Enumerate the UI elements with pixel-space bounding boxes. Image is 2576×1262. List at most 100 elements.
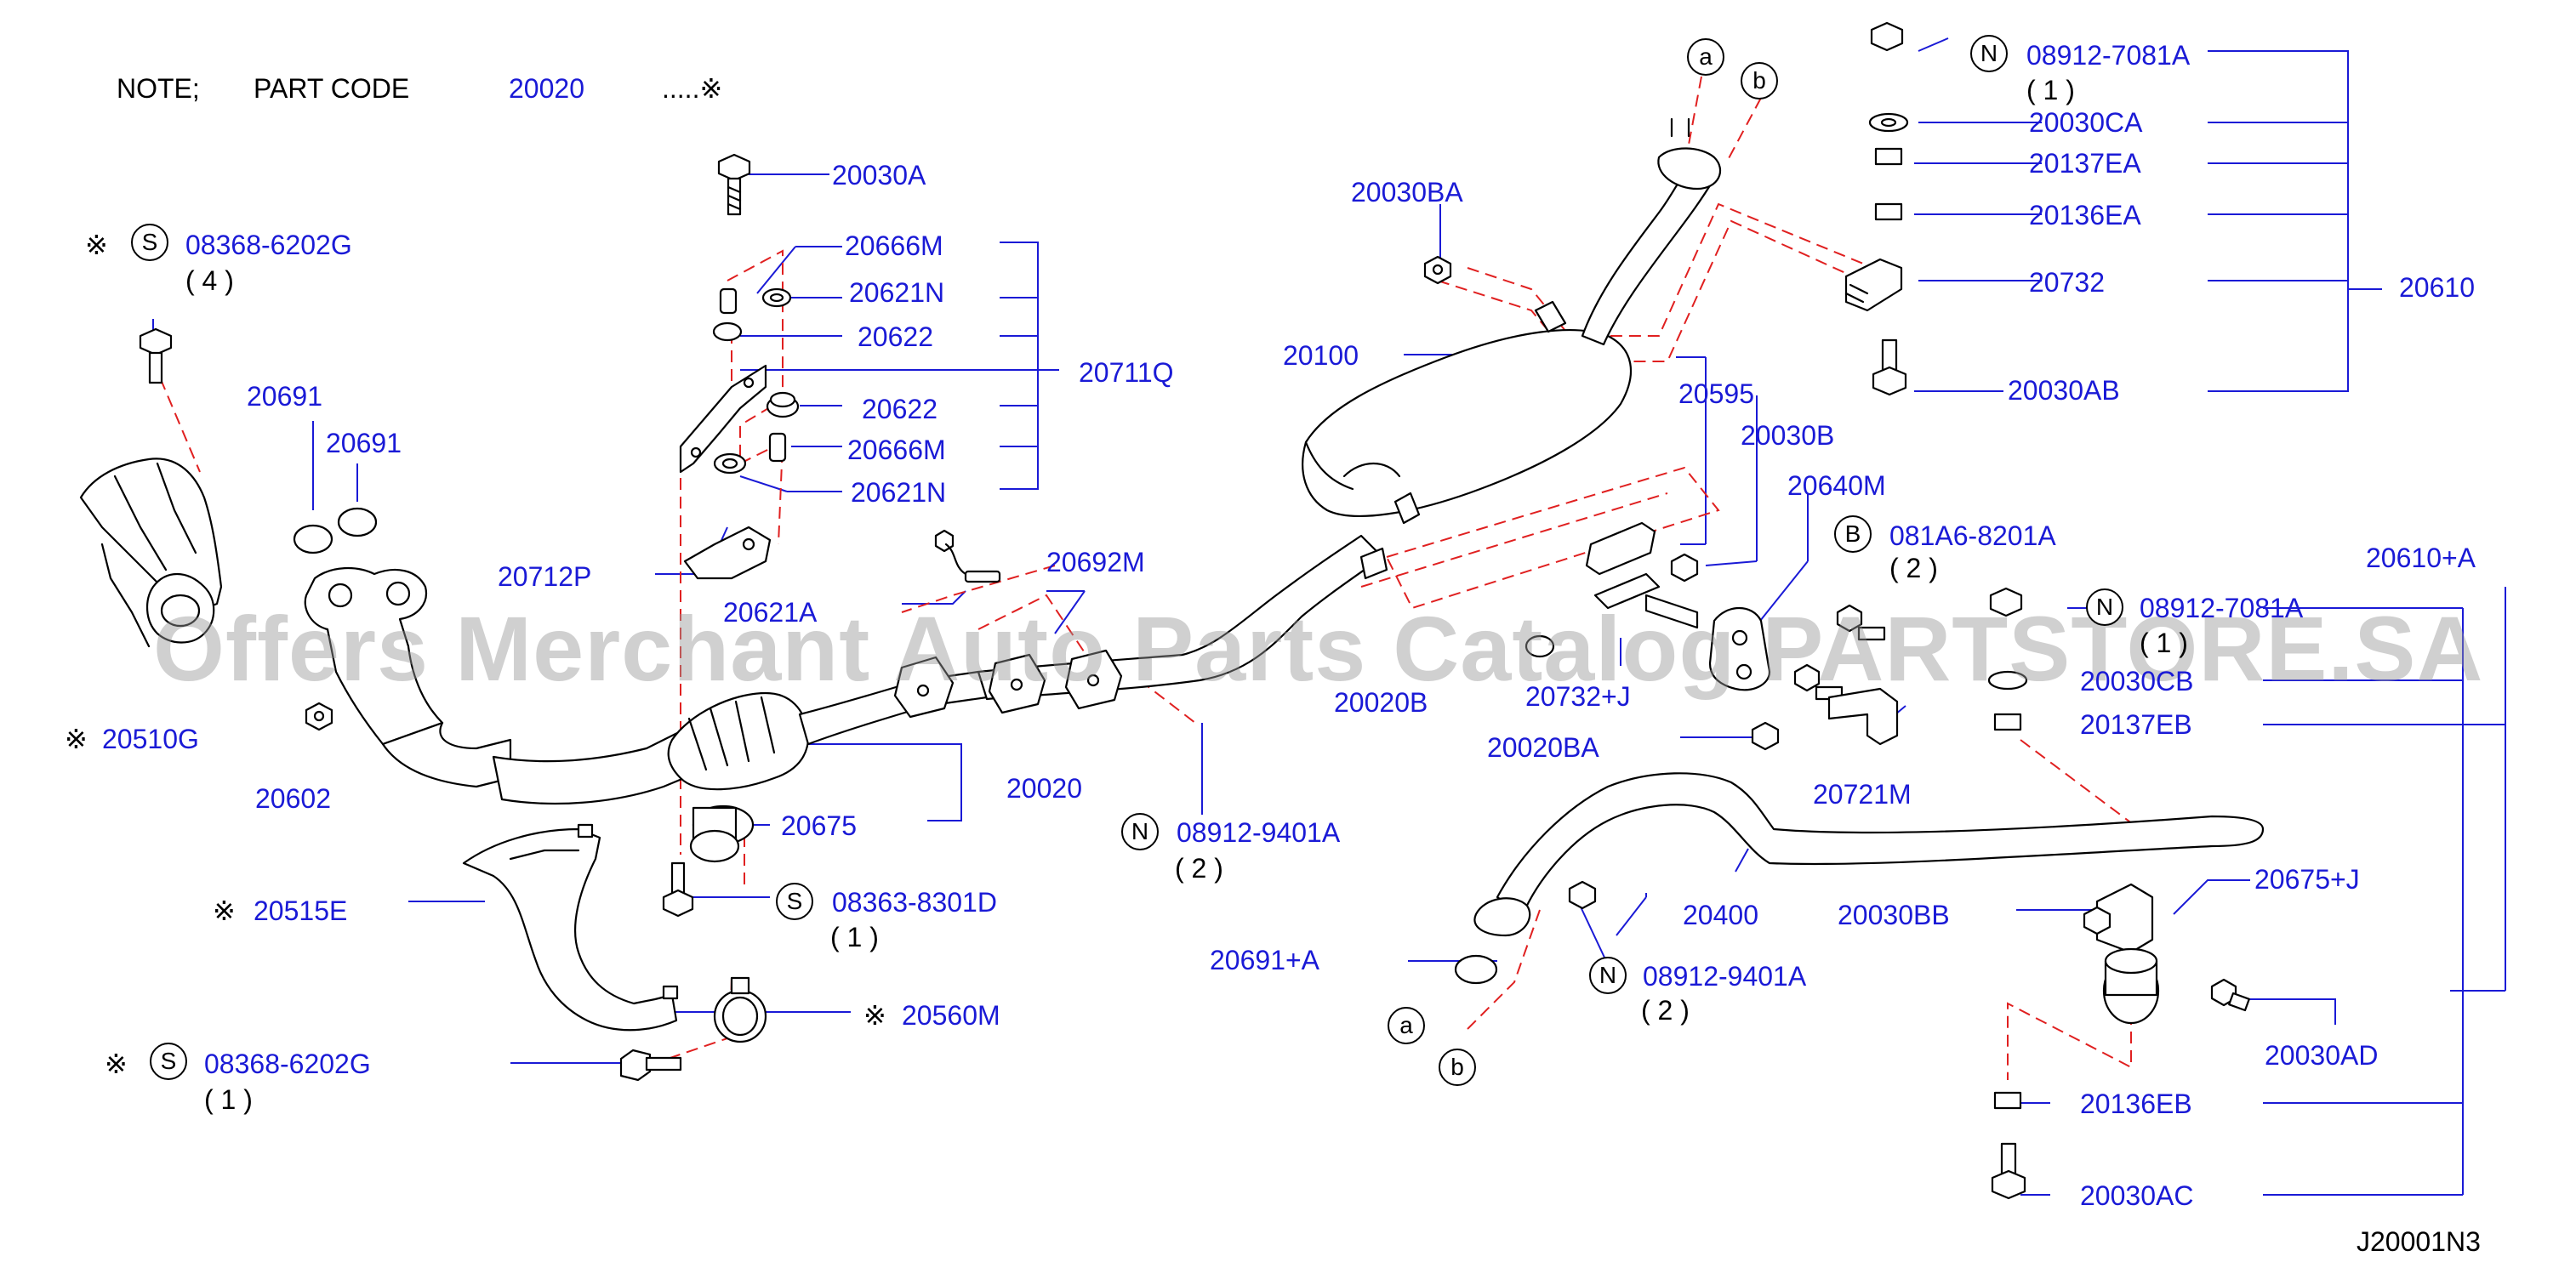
part-20030BA[interactable]: 20030BA xyxy=(1351,177,1463,207)
part-20666M-top[interactable]: 20666M xyxy=(845,230,943,261)
part-20712P[interactable]: 20712P xyxy=(498,561,592,592)
part-20560M[interactable]: 20560M xyxy=(902,1000,1000,1031)
qty-08912-7081A-top: ( 1 ) xyxy=(2026,75,2075,105)
nut-20030BA-icon xyxy=(1423,255,1452,285)
nut-08912-top-icon xyxy=(1870,21,1904,52)
nut-08912-right-icon xyxy=(1989,587,2023,617)
qty-08368-top: ( 4 ) xyxy=(185,265,234,296)
insulator-20640M-icon xyxy=(1708,607,1771,691)
n-circle-icon: N xyxy=(1121,813,1159,850)
part-20691-b[interactable]: 20691 xyxy=(326,428,402,458)
part-20030AB[interactable]: 20030AB xyxy=(2008,375,2120,406)
asterisk-mark: ※ xyxy=(213,895,236,926)
qty-08912-9401A-lower: ( 2 ) xyxy=(1641,995,1690,1026)
part-20732-J[interactable]: 20732+J xyxy=(1525,681,1631,712)
part-20610-A[interactable]: 20610+A xyxy=(2366,543,2476,573)
part-08368-6202G-top[interactable]: 08368-6202G xyxy=(185,230,352,260)
asterisk-mark: ※ xyxy=(863,1000,886,1031)
part-20621A[interactable]: 20621A xyxy=(723,597,818,628)
part-08912-7081A-top[interactable]: 08912-7081A xyxy=(2026,40,2191,71)
qty-08368-bottom: ( 1 ) xyxy=(204,1084,253,1115)
part-20711Q[interactable]: 20711Q xyxy=(1079,357,1174,388)
bolt-20030AD-icon xyxy=(2210,978,2250,1012)
washer-20030CB-icon xyxy=(1987,670,2028,691)
bolt-08363-icon xyxy=(662,861,694,918)
part-20675-J[interactable]: 20675+J xyxy=(2254,864,2360,895)
tail-pipe-20400-icon xyxy=(1473,772,2265,937)
bracket-20711Q-icon xyxy=(679,364,767,474)
part-20030AD[interactable]: 20030AD xyxy=(2265,1040,2379,1071)
part-20030A[interactable]: 20030A xyxy=(832,160,926,190)
part-20622-top[interactable]: 20622 xyxy=(858,321,933,352)
part-20675[interactable]: 20675 xyxy=(781,810,857,841)
part-20692M[interactable]: 20692M xyxy=(1046,547,1145,577)
heat-shield-20515E-icon xyxy=(462,823,679,1032)
muffler-20100-icon xyxy=(1302,117,1722,580)
gasket-20691a-icon xyxy=(293,524,333,554)
part-20020BA[interactable]: 20020BA xyxy=(1487,732,1599,763)
part-20602[interactable]: 20602 xyxy=(255,783,331,814)
part-20400[interactable]: 20400 xyxy=(1683,900,1758,930)
part-20100[interactable]: 20100 xyxy=(1283,340,1359,371)
b-circle-icon: B xyxy=(1834,515,1872,553)
bolt-08368-lower-icon xyxy=(619,1049,682,1082)
part-08912-9401A-lower[interactable]: 08912-9401A xyxy=(1643,961,1807,992)
bracket-20621A-icon xyxy=(683,526,772,580)
bushing-20137EB-icon xyxy=(1993,713,2022,731)
part-20020[interactable]: 20020 xyxy=(1006,773,1082,804)
part-20030BB[interactable]: 20030BB xyxy=(1838,900,1950,930)
part-20732[interactable]: 20732 xyxy=(2029,267,2105,298)
circle-b-marker: b xyxy=(1439,1049,1476,1086)
nut-20030B-icon xyxy=(1670,553,1699,583)
part-08363-8301D[interactable]: 08363-8301D xyxy=(832,887,997,918)
nut-20030BB-icon xyxy=(2083,906,2112,935)
part-08368-6202G-bottom[interactable]: 08368-6202G xyxy=(204,1049,371,1079)
part-20610[interactable]: 20610 xyxy=(2399,272,2475,303)
o2-sensor-20692M-icon xyxy=(934,529,1001,583)
qty-081A6: ( 2 ) xyxy=(1889,553,1938,583)
part-20030CA[interactable]: 20030CA xyxy=(2029,107,2143,138)
part-20136EB[interactable]: 20136EB xyxy=(2080,1089,2192,1119)
s-circle-icon: S xyxy=(131,224,168,261)
part-20666M-bottom[interactable]: 20666M xyxy=(847,435,946,465)
part-20137EB[interactable]: 20137EB xyxy=(2080,709,2192,740)
part-20020B[interactable]: 20020B xyxy=(1334,687,1428,718)
leader-lines xyxy=(152,37,2506,1196)
qty-08363: ( 1 ) xyxy=(830,922,879,952)
part-20640M[interactable]: 20640M xyxy=(1787,470,1886,501)
part-code-value: 20020 xyxy=(509,73,584,104)
qty-08912-9401A-mid: ( 2 ) xyxy=(1175,853,1223,884)
part-20510G[interactable]: 20510G xyxy=(102,724,199,754)
part-20136EA[interactable]: 20136EA xyxy=(2029,200,2141,230)
circle-a-marker: a xyxy=(1388,1007,1425,1044)
circle-a-marker: a xyxy=(1687,38,1724,76)
part-20137EA[interactable]: 20137EA xyxy=(2029,148,2141,179)
bracket-20732-icon xyxy=(1844,258,1903,312)
part-20030B[interactable]: 20030B xyxy=(1741,420,1835,451)
part-08912-9401A-mid[interactable]: 08912-9401A xyxy=(1177,817,1341,848)
part-20622-bottom[interactable]: 20622 xyxy=(862,394,938,424)
bolt-20030AC-icon xyxy=(1991,1142,2026,1200)
bolt-20030A-icon xyxy=(717,153,751,216)
s-circle-icon: S xyxy=(776,883,813,920)
part-20691-A[interactable]: 20691+A xyxy=(1210,945,1320,975)
part-081A6-8201A[interactable]: 081A6-8201A xyxy=(1889,520,2056,551)
clamp-20560M-icon xyxy=(713,976,767,1043)
circle-b-marker: b xyxy=(1741,62,1778,99)
asterisk-mark: ※ xyxy=(65,724,88,754)
part-20515E[interactable]: 20515E xyxy=(254,895,348,926)
n-circle-icon: N xyxy=(1970,35,2008,72)
part-20030AC[interactable]: 20030AC xyxy=(2080,1180,2194,1211)
nut-20020BA-icon xyxy=(1751,721,1780,751)
part-20721M[interactable]: 20721M xyxy=(1813,779,1912,810)
part-20030CB[interactable]: 20030CB xyxy=(2080,666,2194,696)
part-20621N-top[interactable]: 20621N xyxy=(849,277,945,308)
part-20621N-bottom[interactable]: 20621N xyxy=(851,477,947,508)
part-20595[interactable]: 20595 xyxy=(1678,378,1754,409)
part-code-label: PART CODE xyxy=(254,73,410,104)
part-08912-7081A-right[interactable]: 08912-7081A xyxy=(2140,593,2304,623)
grommet-20622-icon xyxy=(712,321,743,342)
part-20691-a[interactable]: 20691 xyxy=(247,381,322,412)
asterisk-mark: ※ xyxy=(85,230,108,260)
diagram-code: J20001N3 xyxy=(2357,1226,2481,1257)
